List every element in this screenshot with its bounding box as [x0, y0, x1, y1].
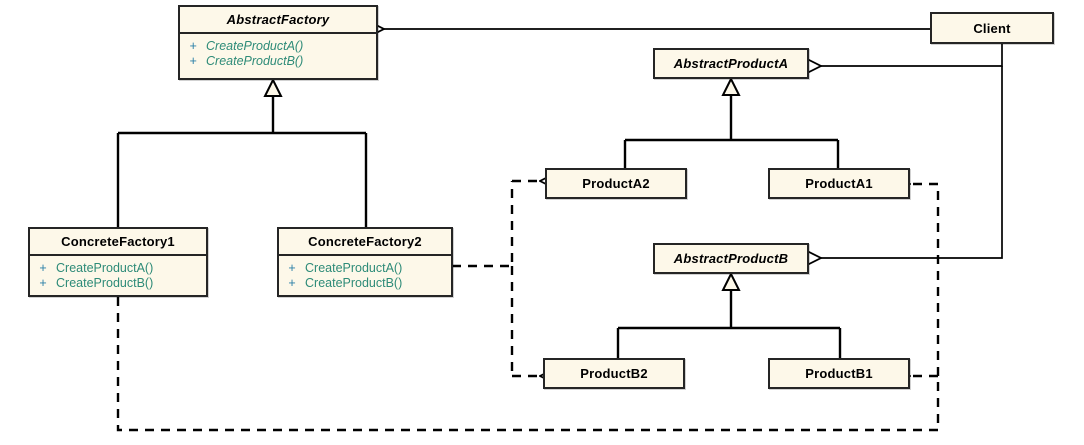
operation-row: + CreateProductB()	[30, 276, 206, 291]
operation-signature: CreateProductA()	[206, 39, 304, 53]
operation-visibility: +	[288, 276, 296, 290]
class-client[interactable]: Client	[930, 12, 1054, 44]
association-client-abstractproducta	[821, 43, 1003, 66]
class-abstract-product-a[interactable]: AbstractProductA	[653, 48, 809, 79]
operation-row: + CreateProductA()	[180, 39, 376, 54]
dependency-concretefactory2-products	[452, 181, 540, 376]
class-concrete-factory2[interactable]: ConcreteFactory2 + CreateProductA() + Cr…	[277, 227, 453, 297]
operations-concrete-factory1: + CreateProductA() + CreateProductB()	[30, 256, 206, 296]
class-name-client: Client	[973, 20, 1011, 36]
generalization-product-a	[623, 76, 840, 168]
association-client-abstractproductb	[821, 66, 1003, 258]
class-name-concrete-factory1: ConcreteFactory1	[30, 229, 206, 256]
class-name-abstract-product-b: AbstractProductB	[673, 251, 789, 266]
class-product-b1[interactable]: ProductB1	[768, 358, 910, 389]
class-abstract-factory[interactable]: AbstractFactory + CreateProductA() + Cre…	[178, 5, 378, 80]
operation-row: + CreateProductB()	[180, 54, 376, 69]
class-name-product-a2: ProductA2	[582, 176, 650, 191]
operation-row: + CreateProductA()	[279, 261, 451, 276]
operation-visibility: +	[189, 54, 197, 68]
operations-concrete-factory2: + CreateProductA() + CreateProductB()	[279, 256, 451, 296]
operation-visibility: +	[189, 39, 197, 53]
operation-signature: CreateProductB()	[56, 276, 154, 290]
operations-abstract-factory: + CreateProductA() + CreateProductB()	[180, 34, 376, 74]
operation-visibility: +	[39, 276, 47, 290]
operation-row: + CreateProductB()	[279, 276, 451, 291]
class-abstract-product-b[interactable]: AbstractProductB	[653, 243, 809, 274]
operation-signature: CreateProductA()	[56, 261, 154, 275]
class-concrete-factory1[interactable]: ConcreteFactory1 + CreateProductA() + Cr…	[28, 227, 208, 297]
class-product-a2[interactable]: ProductA2	[545, 168, 687, 199]
operation-signature: CreateProductB()	[305, 276, 403, 290]
class-name-product-b2: ProductB2	[580, 366, 648, 381]
class-product-a1[interactable]: ProductA1	[768, 168, 910, 199]
operation-signature: CreateProductA()	[305, 261, 403, 275]
generalization-product-b	[616, 271, 842, 358]
class-name-concrete-factory2: ConcreteFactory2	[279, 229, 451, 256]
class-product-b2[interactable]: ProductB2	[543, 358, 685, 389]
generalization-factories	[116, 77, 368, 227]
operation-visibility: +	[39, 261, 47, 275]
operation-signature: CreateProductB()	[206, 54, 304, 68]
operation-row: + CreateProductA()	[30, 261, 206, 276]
dependency-concretefactory1-products	[116, 184, 940, 432]
class-name-product-a1: ProductA1	[805, 176, 873, 191]
class-name-product-b1: ProductB1	[805, 366, 873, 381]
class-name-abstract-product-a: AbstractProductA	[673, 56, 789, 71]
operation-visibility: +	[288, 261, 296, 275]
class-name-abstract-factory: AbstractFactory	[180, 7, 376, 34]
